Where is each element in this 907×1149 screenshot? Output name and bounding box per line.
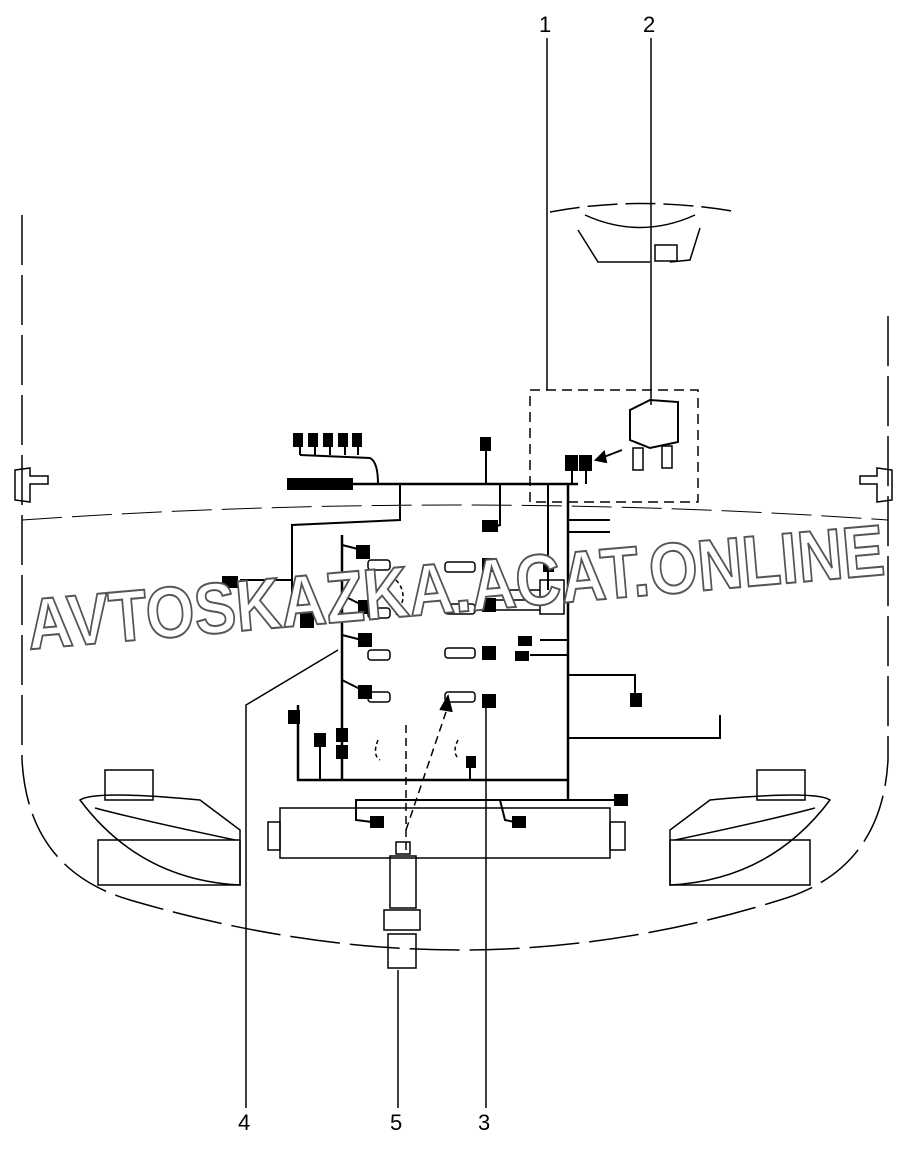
relay-block — [495, 579, 565, 615]
leader-lines — [245, 38, 652, 1108]
connectors — [222, 433, 642, 828]
headlight-left — [78, 769, 241, 886]
engine-spark-plugs — [367, 559, 476, 761]
vehicle-body-outline — [14, 215, 893, 951]
callout-3: 3 — [478, 1110, 491, 1135]
steering-wheel — [549, 202, 739, 263]
leader-4 — [245, 649, 339, 1108]
fuse-box — [529, 389, 699, 503]
spark-plug-detail — [383, 694, 453, 969]
callout-4: 4 — [238, 1110, 251, 1135]
callout-5: 5 — [390, 1110, 403, 1135]
callout-2: 2 — [643, 12, 656, 37]
watermark: AVTOSKAZKA.ACAT.ONLINE — [24, 511, 888, 666]
callout-1: 1 — [539, 12, 552, 37]
headlight-right — [669, 769, 832, 886]
radiator — [267, 807, 626, 859]
